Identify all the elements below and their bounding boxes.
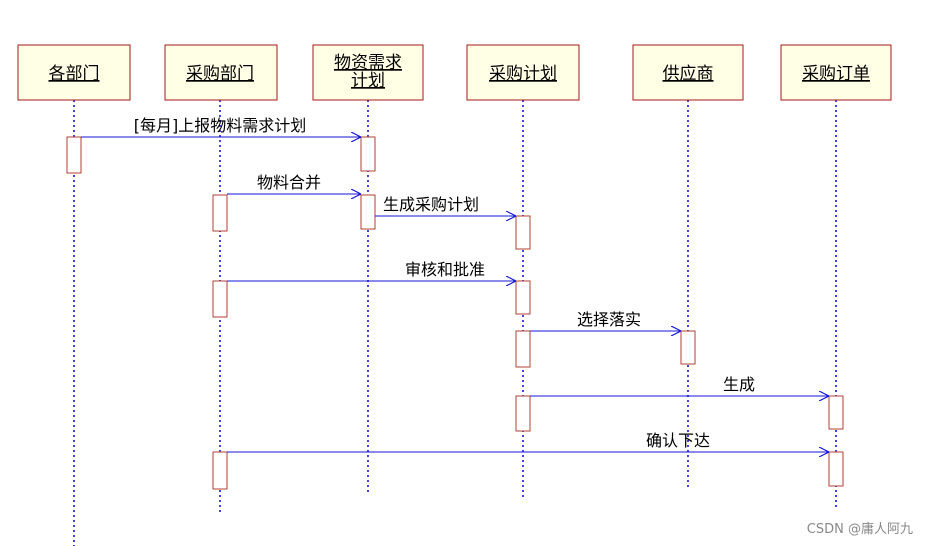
- activation-purchase-plan: [515, 330, 531, 368]
- object-label: 计划: [351, 71, 385, 91]
- object-label: 供应商: [663, 64, 714, 84]
- message-label: [每月]上报物料需求计划: [134, 116, 307, 135]
- activation-purchase-dept: [212, 194, 228, 232]
- object-box: [17, 44, 131, 101]
- activation-supplier: [680, 330, 696, 365]
- object-label: 采购订单: [802, 64, 870, 84]
- object-box: [312, 44, 424, 101]
- activation-order: [828, 395, 844, 430]
- activation-purchase-plan: [515, 280, 531, 315]
- message-label: 审核和批准: [405, 260, 485, 279]
- activation-plan-req: [360, 136, 376, 172]
- object-box: [164, 44, 278, 101]
- activation-purchase-dept: [212, 280, 228, 318]
- message-label: 物料合并: [257, 173, 321, 192]
- watermark: CSDN @庸人阿九: [806, 522, 913, 537]
- object-label: 采购计划: [489, 64, 557, 84]
- object-dept: 各部门: [17, 44, 131, 101]
- message-label: 生成采购计划: [383, 195, 479, 214]
- object-label: 采购部门: [186, 64, 254, 84]
- object-label: 物资需求: [334, 53, 402, 73]
- activation-order: [828, 451, 844, 487]
- activation-plan-req: [360, 194, 376, 230]
- object-supplier: 供应商: [632, 44, 744, 101]
- message-label: 生成: [723, 375, 755, 394]
- message-label: 选择落实: [577, 310, 641, 329]
- activation-dept: [66, 136, 82, 174]
- object-purchase-plan: 采购计划: [466, 44, 580, 101]
- object-order: 采购订单: [780, 44, 892, 101]
- activation-purchase-dept: [212, 451, 228, 490]
- object-box: [780, 44, 892, 101]
- object-purchase-dept: 采购部门: [164, 44, 278, 101]
- activation-purchase-plan: [515, 215, 531, 250]
- object-box: [466, 44, 580, 101]
- message-label: 确认下达: [646, 431, 710, 450]
- object-label: 各部门: [49, 64, 100, 84]
- object-box: [632, 44, 744, 101]
- activation-purchase-plan: [515, 395, 531, 432]
